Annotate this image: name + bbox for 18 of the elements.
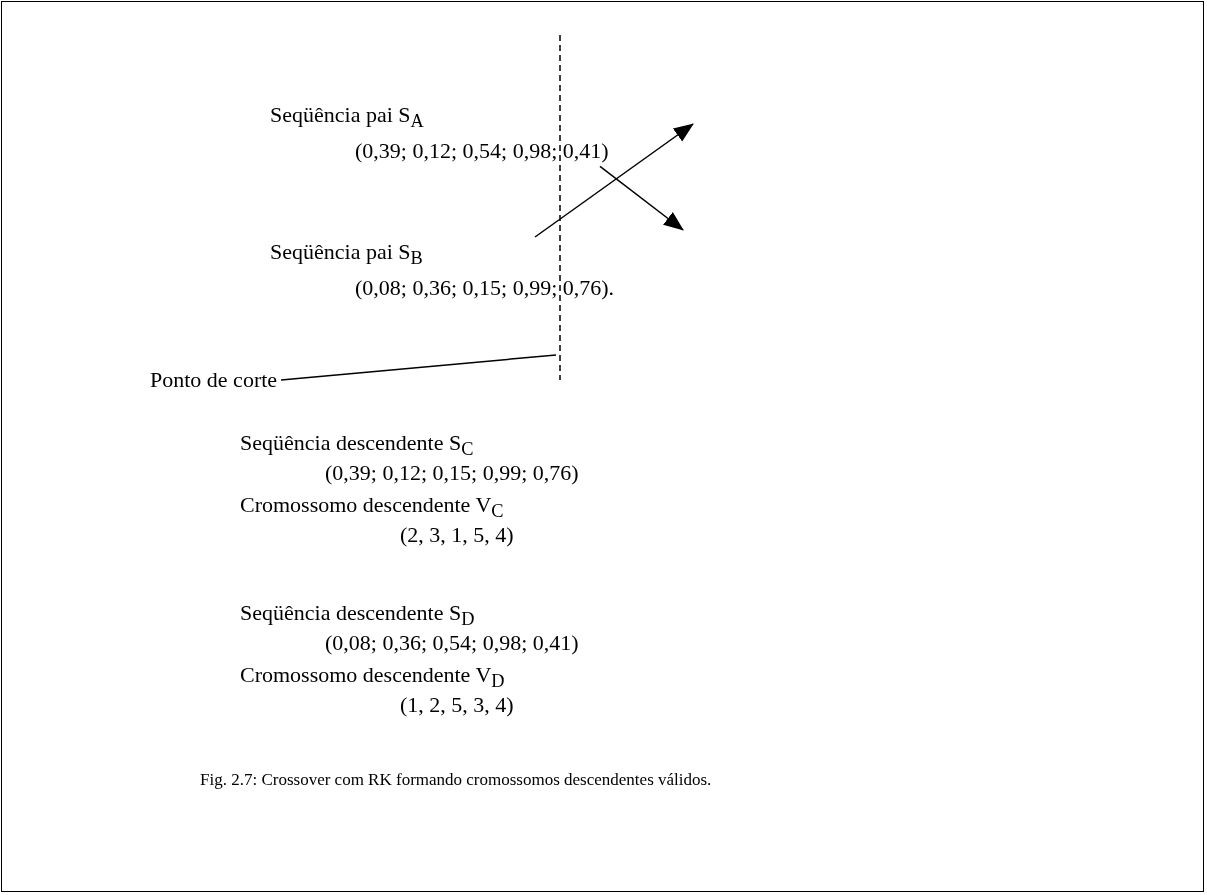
- sequence-title: Seqüência pai S$_{A}$: [270, 101, 425, 134]
- chromosome-title: Cromossomo descendente V$_{C}$: [240, 492, 504, 524]
- sequence-title: Seqüência descendente S$_{D}$: [240, 600, 475, 632]
- sequence-values: (0,08; 0,36; 0,54; 0,98; 0,41): [325, 630, 579, 656]
- cut-point-label: Ponto de corte: [150, 366, 278, 394]
- cut-line: [556, 35, 564, 380]
- figure-caption: Fig. 2.7: Crossover com RK formando cromossomos descendentes válidos.: [200, 770, 712, 790]
- sequence-values: (0,08; 0,36; 0,15; 0,99; 0,76).: [355, 274, 615, 303]
- chromosome-title: Cromossomo descendente V$_{D}$: [240, 662, 505, 694]
- sequence-values: (0,39; 0,12; 0,15; 0,99; 0,76): [325, 460, 579, 486]
- arrow: [599, 165, 684, 231]
- leader-line: [280, 354, 557, 381]
- chromosome-values: (2, 3, 1, 5, 4): [400, 522, 514, 548]
- sequence-values: (0,39; 0,12; 0,54; 0,98; 0,41): [355, 137, 609, 166]
- sequence-title: Seqüência descendente S$_{C}$: [240, 430, 474, 462]
- chromosome-values: (1, 2, 5, 3, 4): [400, 692, 514, 718]
- arrow: [534, 123, 694, 238]
- sequence-title: Seqüência pai S$_{B}$: [270, 238, 424, 271]
